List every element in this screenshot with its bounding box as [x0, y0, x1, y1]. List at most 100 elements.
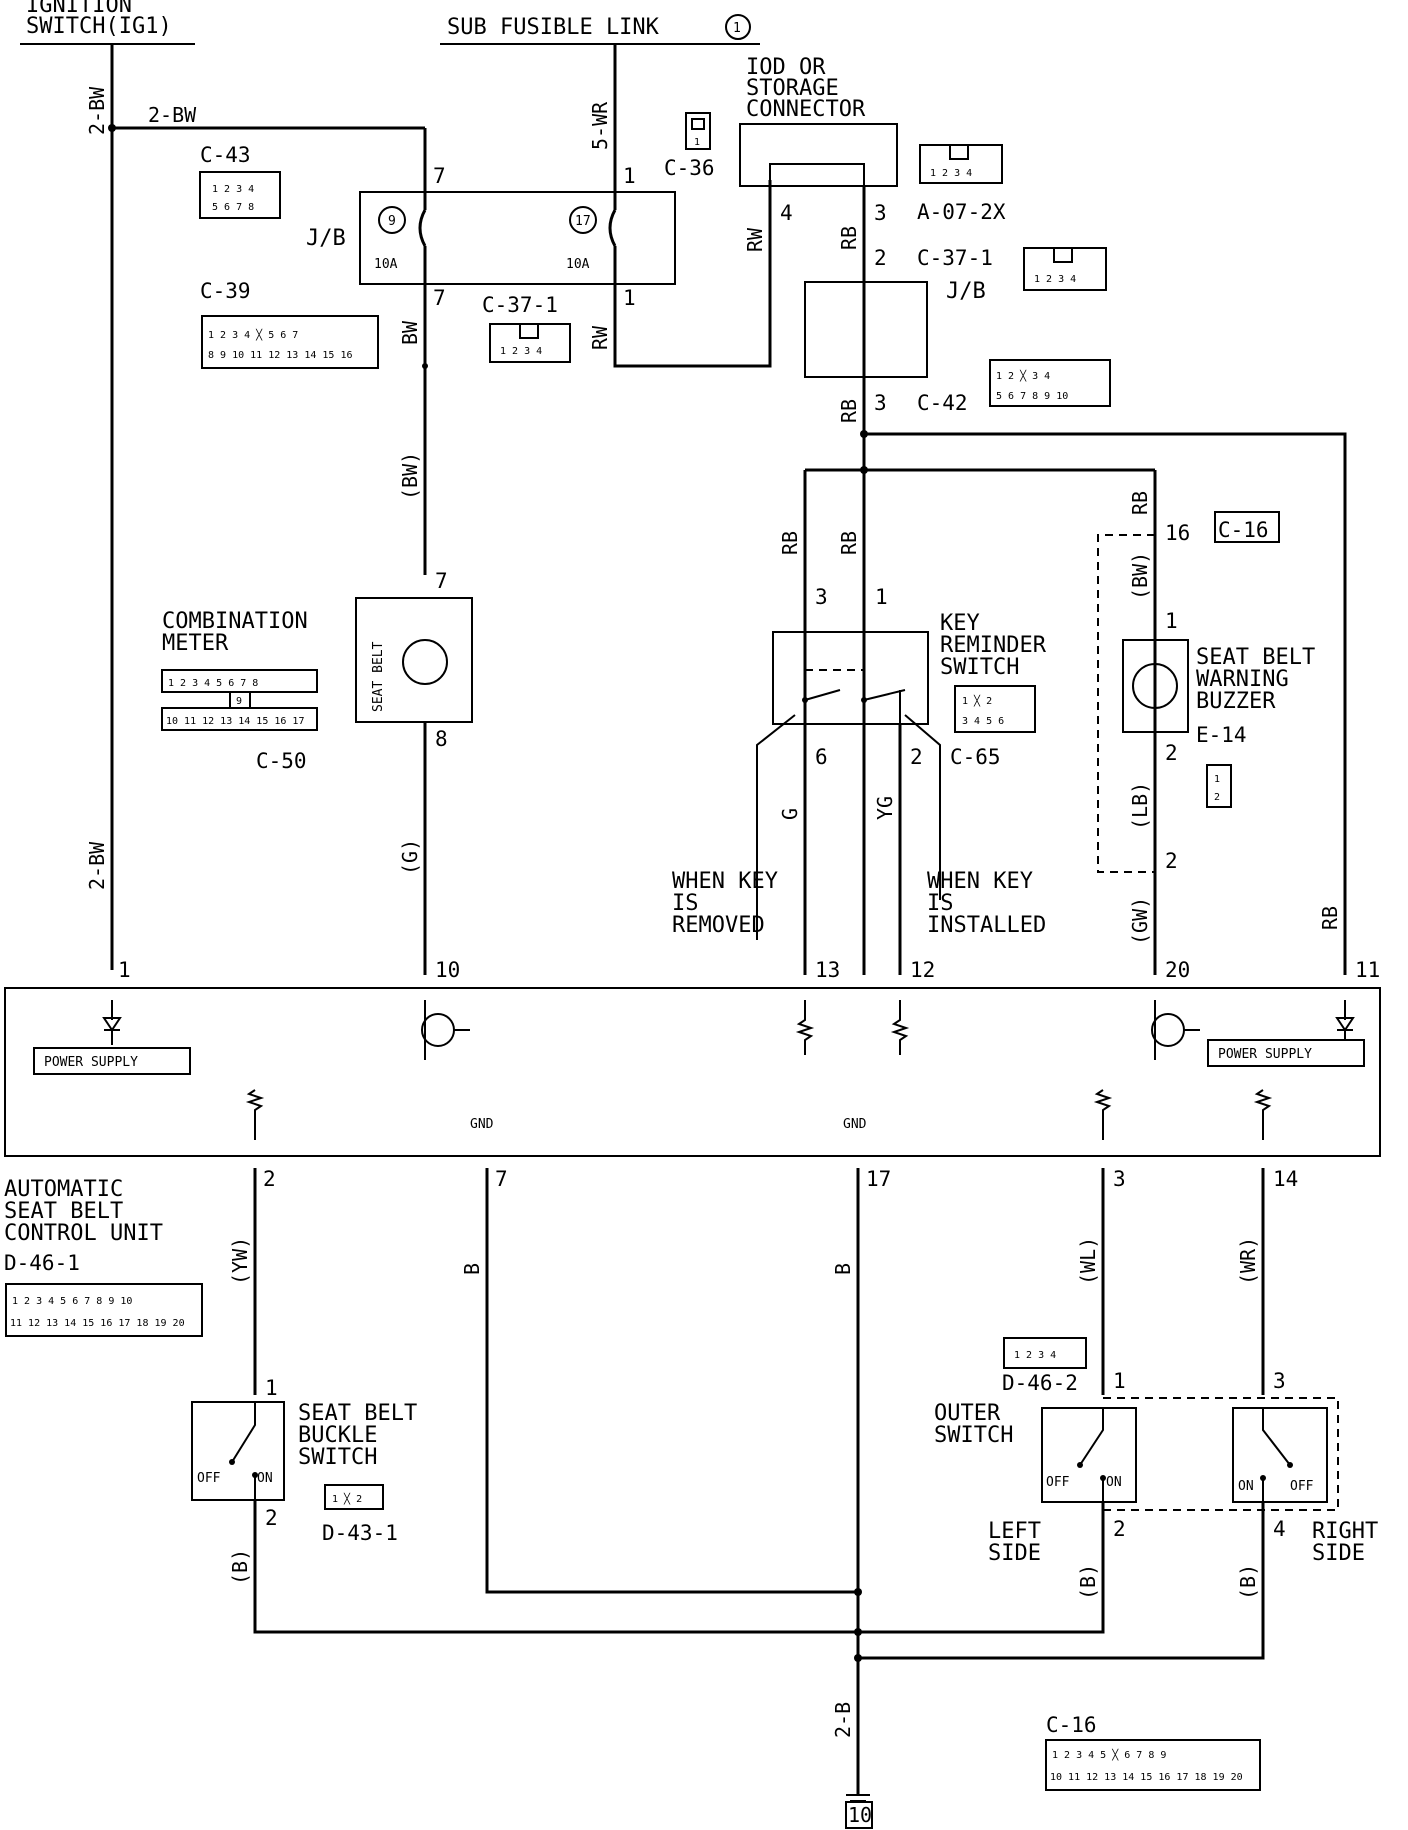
resistor-icon-12: [890, 1000, 910, 1055]
svg-text:9: 9: [236, 696, 242, 707]
outer-switch-left-box: [1041, 1407, 1137, 1503]
connector-c42-label: C-42: [917, 391, 968, 415]
pin-c39-7: 7: [433, 286, 446, 310]
svg-text:1 2 3 4 5 ╳ 6 7 8 9: 1 2 3 4 5 ╳ 6 7 8 9: [1052, 1748, 1166, 1761]
junction-block-right: [804, 281, 928, 378]
control-unit-label-3: CONTROL UNIT: [4, 1221, 163, 1246]
svg-text:1 2 3 4 5 6 7 8 9 10: 1 2 3 4 5 6 7 8 9 10: [12, 1296, 132, 1307]
fuse-9-icon: 9: [378, 206, 406, 234]
ground-number: 10: [848, 1803, 872, 1827]
when-key-installed-3: INSTALLED: [927, 913, 1046, 938]
power-supply-label-left: POWER SUPPLY: [44, 1055, 138, 1070]
connector-c37-1-label-right: C-37-1: [917, 246, 993, 270]
svg-text:8 9 10 11 12 13 14 15 16: 8 9 10 11 12 13 14 15 16: [208, 350, 353, 361]
svg-text:9: 9: [388, 214, 396, 229]
pin-outer-r-4: 4: [1273, 1517, 1286, 1541]
pin-buzz-2: 2: [1165, 741, 1178, 765]
right-side-label-2: SIDE: [1312, 1541, 1365, 1566]
buckle-switch-box: [191, 1401, 285, 1501]
connector-c16-icon-large: 1 2 3 4 5 ╳ 6 7 8 9 10 11 12 13 14 15 16…: [1045, 1739, 1261, 1791]
control-unit-label-1: AUTOMATIC: [4, 1177, 123, 1202]
pin-meter-8: 8: [435, 727, 448, 751]
connector-a07-2x-label: A-07-2X: [917, 200, 1006, 224]
connector-e14-icon: 1 2: [1206, 764, 1232, 808]
pin-buckle-2: 2: [265, 1506, 278, 1530]
pin-c37-1-1: 1: [623, 286, 636, 310]
ignition-switch-label-1: IGNITION: [26, 0, 132, 18]
wire-color-2b: 2-B: [831, 1702, 855, 1738]
when-key-installed-1: WHEN KEY: [927, 869, 1033, 894]
svg-text:1 ╳ 2: 1 ╳ 2: [962, 694, 992, 707]
svg-text:1 2 3 4: 1 2 3 4: [1034, 274, 1076, 285]
connector-c50-icon: 1 2 3 4 5 6 7 8 9 10 11 12 13 14 15 16 1…: [161, 669, 318, 731]
wire-color-wr: (WR): [1236, 1237, 1260, 1285]
fuse-9-rating: 10A: [374, 257, 398, 272]
wire-color-rb-2: RB: [837, 399, 861, 423]
svg-text:1 2 3 4: 1 2 3 4: [500, 346, 542, 357]
pin-c16-2: 2: [1165, 849, 1178, 873]
when-key-removed-1: WHEN KEY: [672, 869, 778, 894]
pin-cu-1: 1: [118, 958, 131, 982]
pin-cu-20: 20: [1165, 958, 1190, 982]
combination-meter-box: [355, 597, 473, 723]
iod-label-3: CONNECTOR: [746, 97, 866, 122]
connector-c37-1-icon-left: 1 2 3 4: [489, 323, 571, 363]
power-supply-box-right: [1207, 1039, 1365, 1067]
svg-text:10 11 12 13 14 15 16 17 18 19: 10 11 12 13 14 15 16 17 18 19 20: [1050, 1772, 1243, 1783]
svg-text:2: 2: [1214, 792, 1220, 803]
jb-label-1: J/B: [306, 226, 346, 251]
connector-c36-icon: 1: [685, 112, 711, 150]
wire-color-rb-6: RB: [1318, 906, 1342, 930]
connector-d46-1-icon: 1 2 3 4 5 6 7 8 9 10 11 12 13 14 15 16 1…: [5, 1283, 203, 1337]
jb-label-2: J/B: [946, 279, 986, 304]
sub-fusible-link-number: 1: [725, 14, 751, 40]
transistor-icon-meter: [421, 1000, 470, 1060]
combination-meter-label-1: COMBINATION: [162, 609, 308, 634]
wire-color-rb-1: RB: [837, 226, 861, 250]
transistor-icon-buzzer: [1151, 1000, 1200, 1060]
svg-text:11 12 13 14 15 16 17 18 19 20: 11 12 13 14 15 16 17 18 19 20: [10, 1318, 185, 1329]
pin-outer-r-3: 3: [1273, 1369, 1286, 1393]
wire-color-2bw-top: 2-BW: [85, 86, 109, 135]
connector-c39-label: C-39: [200, 279, 251, 303]
wire-color-g: G: [778, 808, 802, 820]
buzzer-label-1: SEAT BELT: [1196, 645, 1315, 670]
svg-text:1: 1: [1214, 774, 1220, 785]
wire-color-rw-b: RW: [743, 227, 767, 252]
ignition-switch-label-2: SWITCH(IG1): [26, 14, 172, 39]
connector-c50-label: C-50: [256, 749, 307, 773]
wire-color-yw: (YW): [228, 1237, 252, 1285]
svg-text:1 2 3 4: 1 2 3 4: [930, 168, 972, 179]
wire-color-b-buckle: (B): [228, 1549, 252, 1585]
pin-cu-14: 14: [1273, 1167, 1298, 1191]
seat-belt-lamp-icon: [402, 639, 448, 685]
svg-text:1 ╳ 2: 1 ╳ 2: [332, 1492, 362, 1505]
connector-d43-1-label: D-43-1: [322, 1521, 398, 1545]
key-reminder-label-3: SWITCH: [940, 655, 1019, 680]
pin-krs-3: 3: [815, 585, 828, 609]
buckle-on-label: ON: [257, 1471, 273, 1486]
connector-c43-icon: 1 2 3 4 5 6 7 8: [199, 171, 281, 219]
power-supply-diode-icon-left: [102, 1000, 122, 1045]
buckle-switch-label-1: SEAT BELT: [298, 1401, 417, 1426]
svg-text:1 2 ╳ 3 4: 1 2 ╳ 3 4: [996, 369, 1050, 382]
key-reminder-label-2: REMINDER: [940, 633, 1047, 658]
pin-buckle-1: 1: [265, 1376, 278, 1400]
connector-c65-label: C-65: [950, 745, 1001, 769]
svg-text:5 6 7 8: 5 6 7 8: [212, 202, 254, 213]
outer-right-off-label: OFF: [1290, 1479, 1314, 1494]
fuse-17-element: [608, 195, 617, 290]
svg-text:1 2 3 4: 1 2 3 4: [1014, 1350, 1056, 1361]
iod-label-1: IOD OR: [746, 55, 826, 80]
fuse-17-icon: 17: [569, 206, 597, 234]
resistor-icon-3: [1093, 1089, 1113, 1140]
control-unit-label-2: SEAT BELT: [4, 1199, 123, 1224]
svg-text:17: 17: [575, 214, 591, 229]
connector-c39-icon: 1 2 3 4 ╳ 5 6 7 8 9 10 11 12 13 14 15 16: [201, 315, 379, 369]
svg-text:1 2 3 4: 1 2 3 4: [212, 184, 254, 195]
right-side-label-1: RIGHT: [1312, 1519, 1378, 1544]
pin-cu-3: 3: [1113, 1167, 1126, 1191]
pin-krs-6: 6: [815, 745, 828, 769]
wire-color-b-right: (B): [1236, 1564, 1260, 1600]
connector-d46-2-icon: 1 2 3 4: [1003, 1337, 1087, 1369]
